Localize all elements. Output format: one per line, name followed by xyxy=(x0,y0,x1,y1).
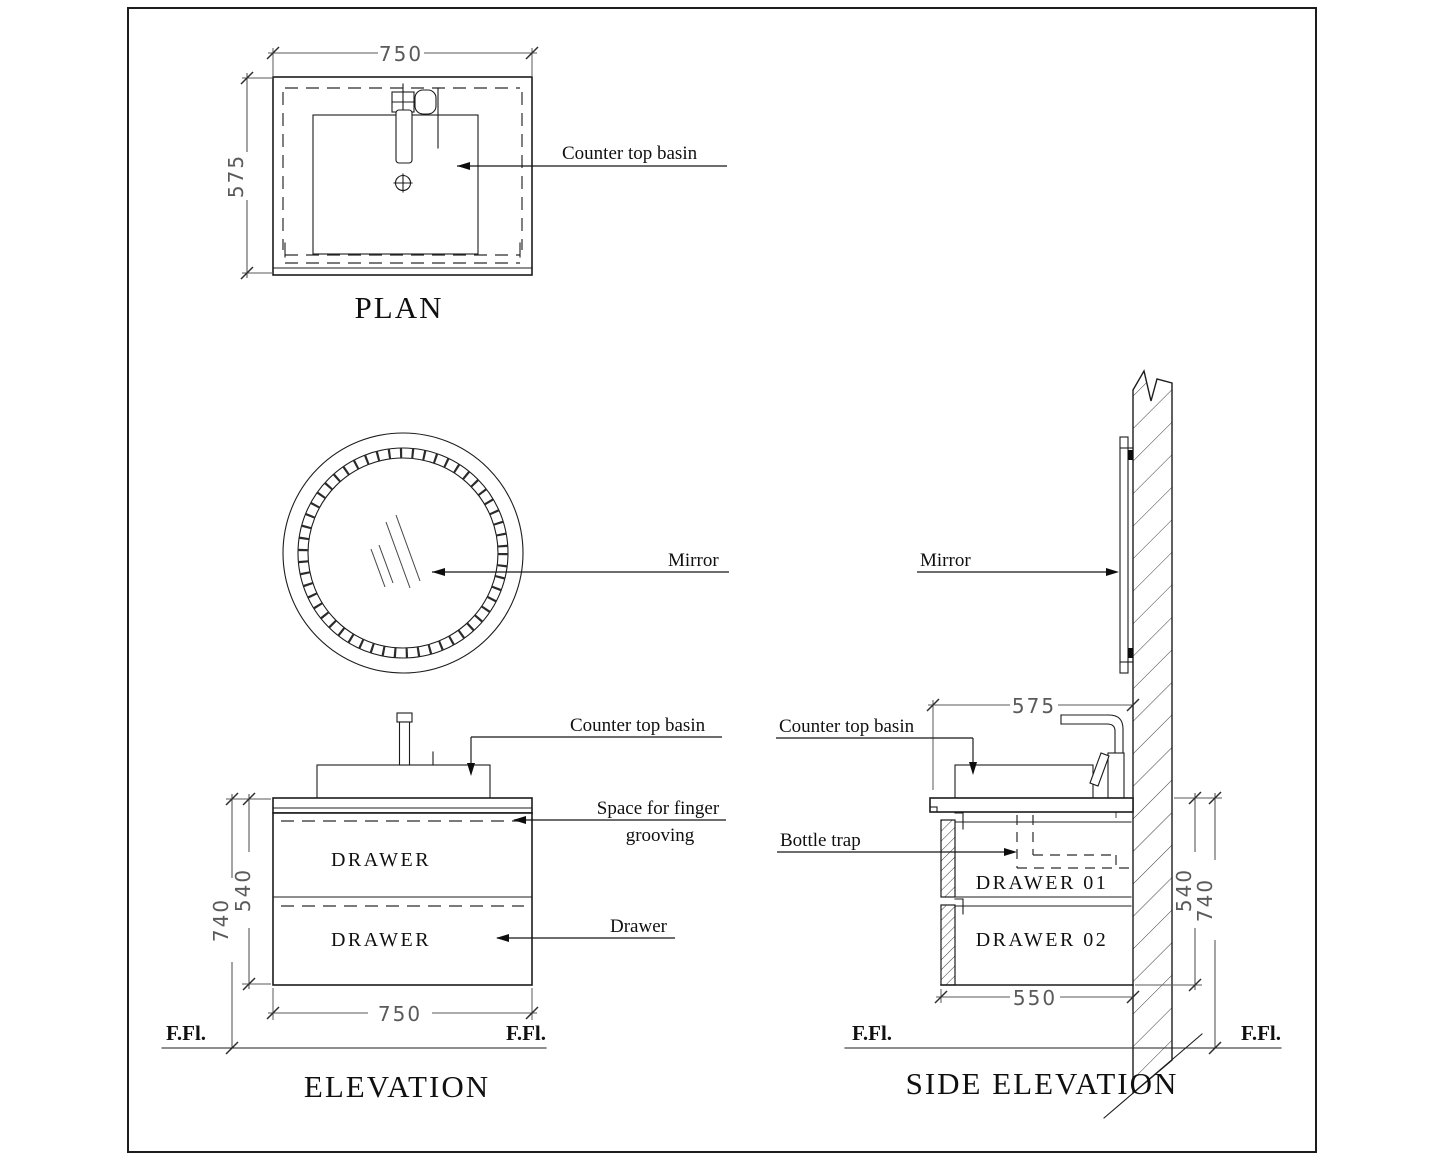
plan-depth-dimension: 575 xyxy=(224,71,273,280)
side-mirror-label: Mirror xyxy=(920,550,971,571)
leader-arrow-icon xyxy=(1004,848,1017,856)
mirror-bezel-pattern xyxy=(298,448,508,658)
bottle-trap-label: Bottle trap xyxy=(780,830,861,851)
elevation-drawer-bottom-label: DRAWER xyxy=(331,929,431,951)
drawer2-front-section xyxy=(940,904,956,986)
side-mirror xyxy=(1119,436,1134,674)
leader-arrow-icon xyxy=(457,162,470,170)
elevation-mirror-leader: Mirror xyxy=(432,550,729,576)
plan-width-dimension: 750 xyxy=(266,42,539,77)
side-elevation-view: Mirror 575 xyxy=(776,369,1282,1119)
side-counter xyxy=(929,797,1134,813)
side-ffl-right: F.Fl. xyxy=(1241,1021,1281,1045)
side-mirror-leader: Mirror xyxy=(917,550,1119,576)
elevation-groove-label-line1: Space for finger xyxy=(597,798,720,819)
side-faucet-icon xyxy=(1060,714,1125,818)
elevation-basin-label: Counter top basin xyxy=(570,715,706,736)
plan-basin-leader: Counter top basin xyxy=(457,143,727,170)
elevation-cabinet: DRAWER DRAWER xyxy=(272,797,533,986)
elevation-groove-label-line2: grooving xyxy=(626,825,695,846)
elevation-mirror-label: Mirror xyxy=(668,550,719,571)
elevation-basin-leader: Counter top basin xyxy=(467,715,722,776)
bottle-trap-piping xyxy=(1016,815,1131,869)
plan-view: 750 575 Counter top basin PLAN xyxy=(224,42,727,325)
wall-section xyxy=(1103,369,1203,1119)
elevation-width-dimension: 750 xyxy=(266,988,539,1026)
side-height-dimensions: 540 740 xyxy=(1135,791,1222,1055)
side-elevation-title: SIDE ELEVATION xyxy=(906,1066,1179,1101)
plan-drain-icon xyxy=(393,173,413,193)
side-drawer2-label: DRAWER 02 xyxy=(976,929,1109,951)
side-cabinet-depth-value: 550 xyxy=(1013,986,1057,1010)
side-basin xyxy=(954,764,1094,799)
elevation-basin xyxy=(316,712,491,801)
elevation-floor: F.Fl. F.Fl. xyxy=(161,1021,547,1049)
plan-title: PLAN xyxy=(355,290,444,325)
plan-faucet-icon xyxy=(391,83,439,164)
elevation-total-height-value: 740 xyxy=(209,898,233,942)
elevation-groove-leader: Space for finger grooving xyxy=(513,798,726,846)
side-counter-depth-dimension: 575 xyxy=(926,694,1140,790)
side-drawer1-label: DRAWER 01 xyxy=(976,872,1109,894)
elevation-faucet-icon xyxy=(396,712,413,723)
plan-width-value: 750 xyxy=(379,42,423,66)
elevation-title: ELEVATION xyxy=(304,1069,490,1104)
leader-arrow-icon xyxy=(969,762,977,775)
elevation-mirror xyxy=(282,432,524,674)
elevation-height-dimensions: 540 740 xyxy=(209,792,271,1055)
leader-arrow-icon xyxy=(432,568,445,576)
elevation-ffl-left: F.Fl. xyxy=(166,1021,206,1045)
elevation-ffl-right: F.Fl. xyxy=(506,1021,546,1045)
elevation-view: Mirror DRAWER DRAWER Counter top basin xyxy=(161,432,729,1104)
side-counter-depth-value: 575 xyxy=(1012,694,1056,718)
leader-arrow-icon xyxy=(467,763,475,776)
plan-basin-label: Counter top basin xyxy=(562,143,698,164)
side-floor: F.Fl. F.Fl. xyxy=(844,1021,1282,1049)
drawer1-front-section xyxy=(940,819,956,898)
sheet-border xyxy=(127,7,1317,1153)
leader-arrow-icon xyxy=(513,816,526,824)
side-cabinet-depth-dimension: 550 xyxy=(934,986,1140,1010)
leader-arrow-icon xyxy=(1106,568,1119,576)
side-cabinet-height-value: 540 xyxy=(1172,868,1196,912)
side-basin-label: Counter top basin xyxy=(779,716,915,737)
elevation-cabinet-height-value: 540 xyxy=(231,868,255,912)
elevation-drawer-top-label: DRAWER xyxy=(331,849,431,871)
elevation-width-value: 750 xyxy=(378,1002,422,1026)
side-total-height-value: 740 xyxy=(1193,878,1217,922)
side-basin-leader: Counter top basin xyxy=(776,716,977,775)
bottle-trap-leader: Bottle trap xyxy=(777,830,1017,856)
plan-depth-value: 575 xyxy=(224,154,248,198)
side-cabinet: DRAWER 01 DRAWER 02 xyxy=(940,812,1134,986)
mirror-reflection-marks xyxy=(370,514,421,589)
side-ffl-left: F.Fl. xyxy=(852,1021,892,1045)
elevation-drawer-leader: Drawer xyxy=(496,916,675,942)
leader-arrow-icon xyxy=(496,934,509,942)
elevation-drawer-leader-label: Drawer xyxy=(610,916,668,937)
